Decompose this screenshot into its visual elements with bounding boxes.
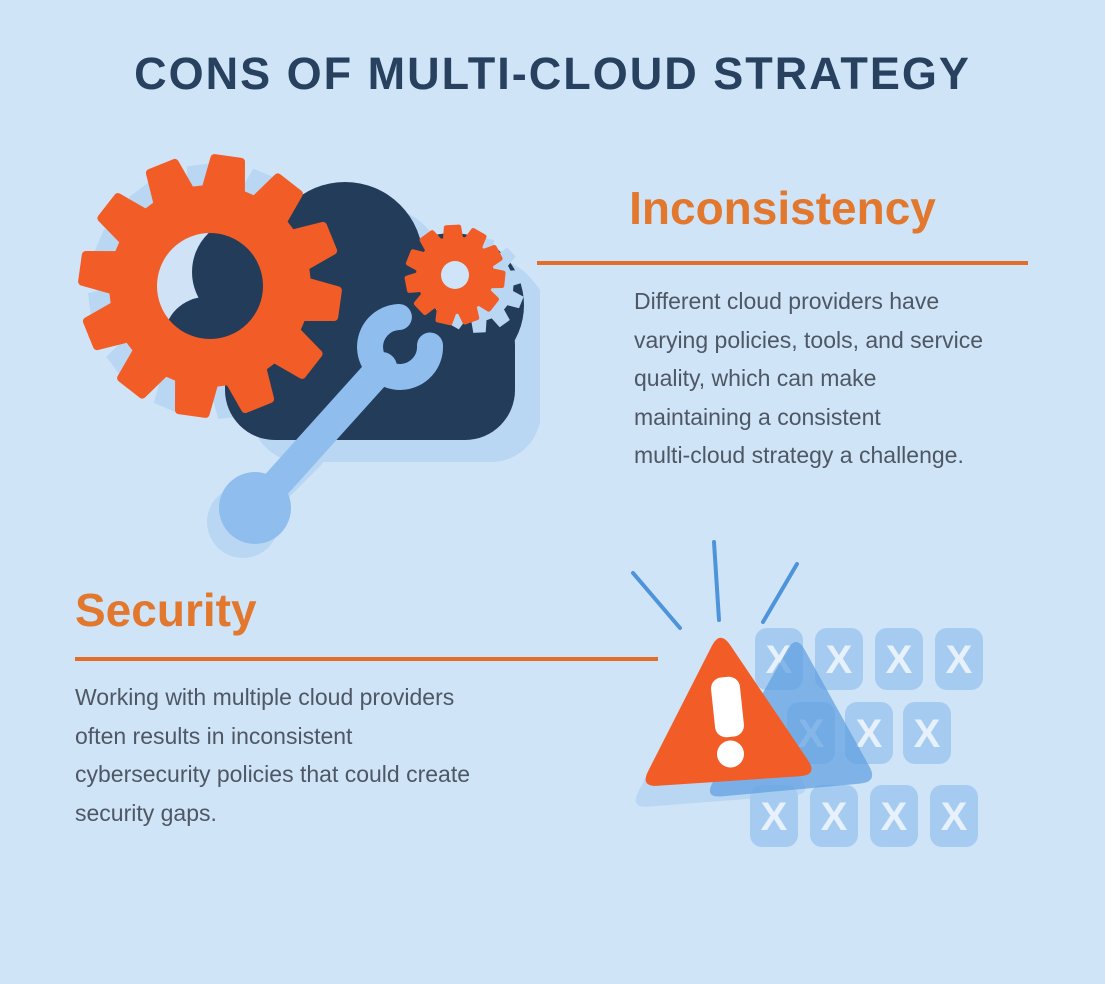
- section-heading-inconsistency: Inconsistency: [629, 182, 936, 234]
- x-tile-icon: X: [870, 785, 918, 847]
- warning-triangle-icon: [645, 637, 812, 786]
- section-heading-security: Security: [75, 584, 257, 636]
- warning-triangle-x-grid-icon: XXXXXXXXXXX: [631, 540, 983, 847]
- section-body-inconsistency: Different cloud providers have varying p…: [634, 288, 983, 469]
- x-tile-icon: X: [903, 702, 951, 764]
- svg-text:X: X: [821, 795, 848, 839]
- svg-text:X: X: [914, 712, 941, 756]
- x-tile-icon: X: [815, 628, 863, 690]
- exclamation-dot: [717, 740, 744, 768]
- section-body-security: Working with multiple cloud providers of…: [75, 684, 471, 826]
- spark-lines-icon: [631, 540, 799, 630]
- page-title: CONS OF MULTI-CLOUD STRATEGY: [134, 48, 971, 99]
- x-tile-icon: X: [810, 785, 858, 847]
- wrench-icon: [219, 304, 444, 544]
- section-rule-inconsistency: [537, 261, 1028, 265]
- svg-text:X: X: [946, 638, 973, 682]
- x-tile-icon: X: [875, 628, 923, 690]
- svg-text:X: X: [826, 638, 853, 682]
- x-tile-icon: X: [750, 785, 798, 847]
- svg-text:X: X: [886, 638, 913, 682]
- exclamation-bar: [711, 676, 744, 738]
- svg-text:X: X: [881, 795, 908, 839]
- svg-text:X: X: [761, 795, 788, 839]
- svg-text:X: X: [941, 795, 968, 839]
- x-tile-icon: X: [930, 785, 978, 847]
- big-gear-icon: [78, 154, 342, 418]
- svg-text:X: X: [856, 712, 883, 756]
- small-gear-hole: [441, 261, 469, 289]
- x-tile-icon: X: [935, 628, 983, 690]
- section-rule-security: [75, 657, 658, 661]
- cloud-gears-wrench-icon: [78, 154, 540, 558]
